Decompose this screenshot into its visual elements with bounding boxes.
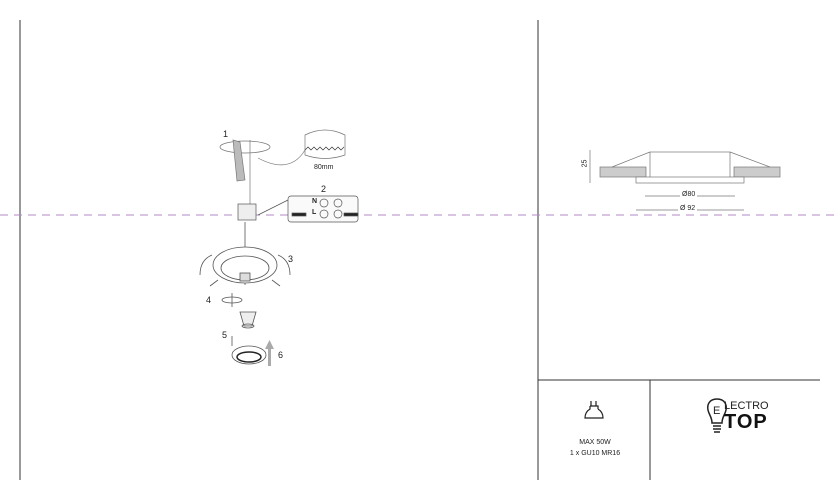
step-5-marker: 5 [222,330,228,340]
logo-text-bottom: TOP [724,411,768,433]
step-1-marker: 1 [223,129,229,139]
step-2-marker: 2 [321,184,327,194]
live-label: L [312,209,317,216]
step-3-marker: 3 [288,254,294,264]
electrotop-logo: E LECTRO TOP [706,397,786,439]
step-4-marker: 4 [206,295,212,305]
outer-diameter-dimension: Ø 92 [678,205,698,212]
gu10-lamp-icon [584,401,604,419]
step3-fixture-illustration [199,222,291,287]
logo-text-top: LECTRO [724,400,769,412]
step2-connector-illustration [237,195,359,223]
step-6-marker: 6 [278,350,284,360]
height-dimension: 25 [581,159,589,168]
neutral-label: N [312,198,318,205]
section-drawing [589,150,781,211]
max-power-text: MAX 50W [579,439,611,446]
bulb-logo-icon: E [707,398,727,433]
lamp-type-text: 1 x GU10 MR16 [569,450,621,457]
logo-letter-e: E [713,405,720,417]
hole-size-label: 80mm [314,164,334,171]
step4-6-lamp-illustration [221,293,274,366]
inner-diameter-dimension: Ø80 [680,191,698,198]
step1-cut-illustration [219,129,346,205]
